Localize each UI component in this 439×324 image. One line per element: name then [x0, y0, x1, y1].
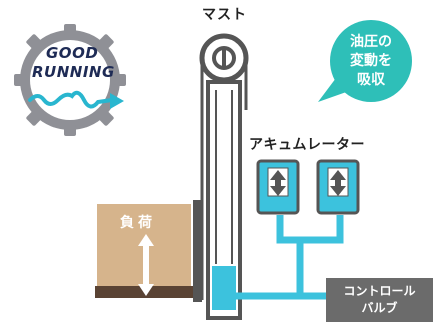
- accumulator-label: アキュムレーター: [249, 137, 365, 153]
- good-running-logo: [14, 24, 126, 136]
- hydraulic-cylinder: [212, 266, 236, 310]
- logo-text-running: RUNNING: [32, 63, 115, 81]
- bubble-line-1: 油圧の: [350, 33, 392, 50]
- load-arrow-down-icon: [138, 284, 154, 296]
- load-label: 負荷: [120, 215, 156, 231]
- mast-pulley: [199, 33, 249, 83]
- info-bubble: 油圧の 変動を 吸収: [330, 20, 412, 102]
- control-valve: コントロール バルブ: [326, 278, 433, 322]
- accumulator-arrow-down-icon: [330, 186, 346, 196]
- logo-wave-icon: [28, 90, 114, 109]
- valve-label-line-2: バルブ: [361, 301, 398, 315]
- logo-text-good: GOOD: [46, 44, 99, 62]
- lift-carriage: [193, 200, 202, 302]
- bubble-line-3: 吸収: [357, 71, 385, 88]
- logo-gear-teeth: [14, 24, 126, 136]
- bubble-line-2: 変動を: [350, 52, 392, 69]
- load-arrow-up-icon: [138, 234, 154, 246]
- load-box: [95, 204, 193, 298]
- mast-label: マスト: [202, 7, 247, 23]
- logo-arrow-icon: [110, 93, 124, 109]
- hydraulic-piping: [236, 215, 344, 300]
- accumulator-left: [256, 159, 300, 215]
- logo-inner-disc: [30, 40, 110, 120]
- accumulator-arrow-up-icon: [270, 170, 286, 180]
- accumulator-arrow-down-icon: [270, 186, 286, 196]
- valve-label-line-1: コントロール: [343, 284, 416, 298]
- accumulator-arrow-up-icon: [330, 170, 346, 180]
- accumulator-right: [316, 159, 360, 215]
